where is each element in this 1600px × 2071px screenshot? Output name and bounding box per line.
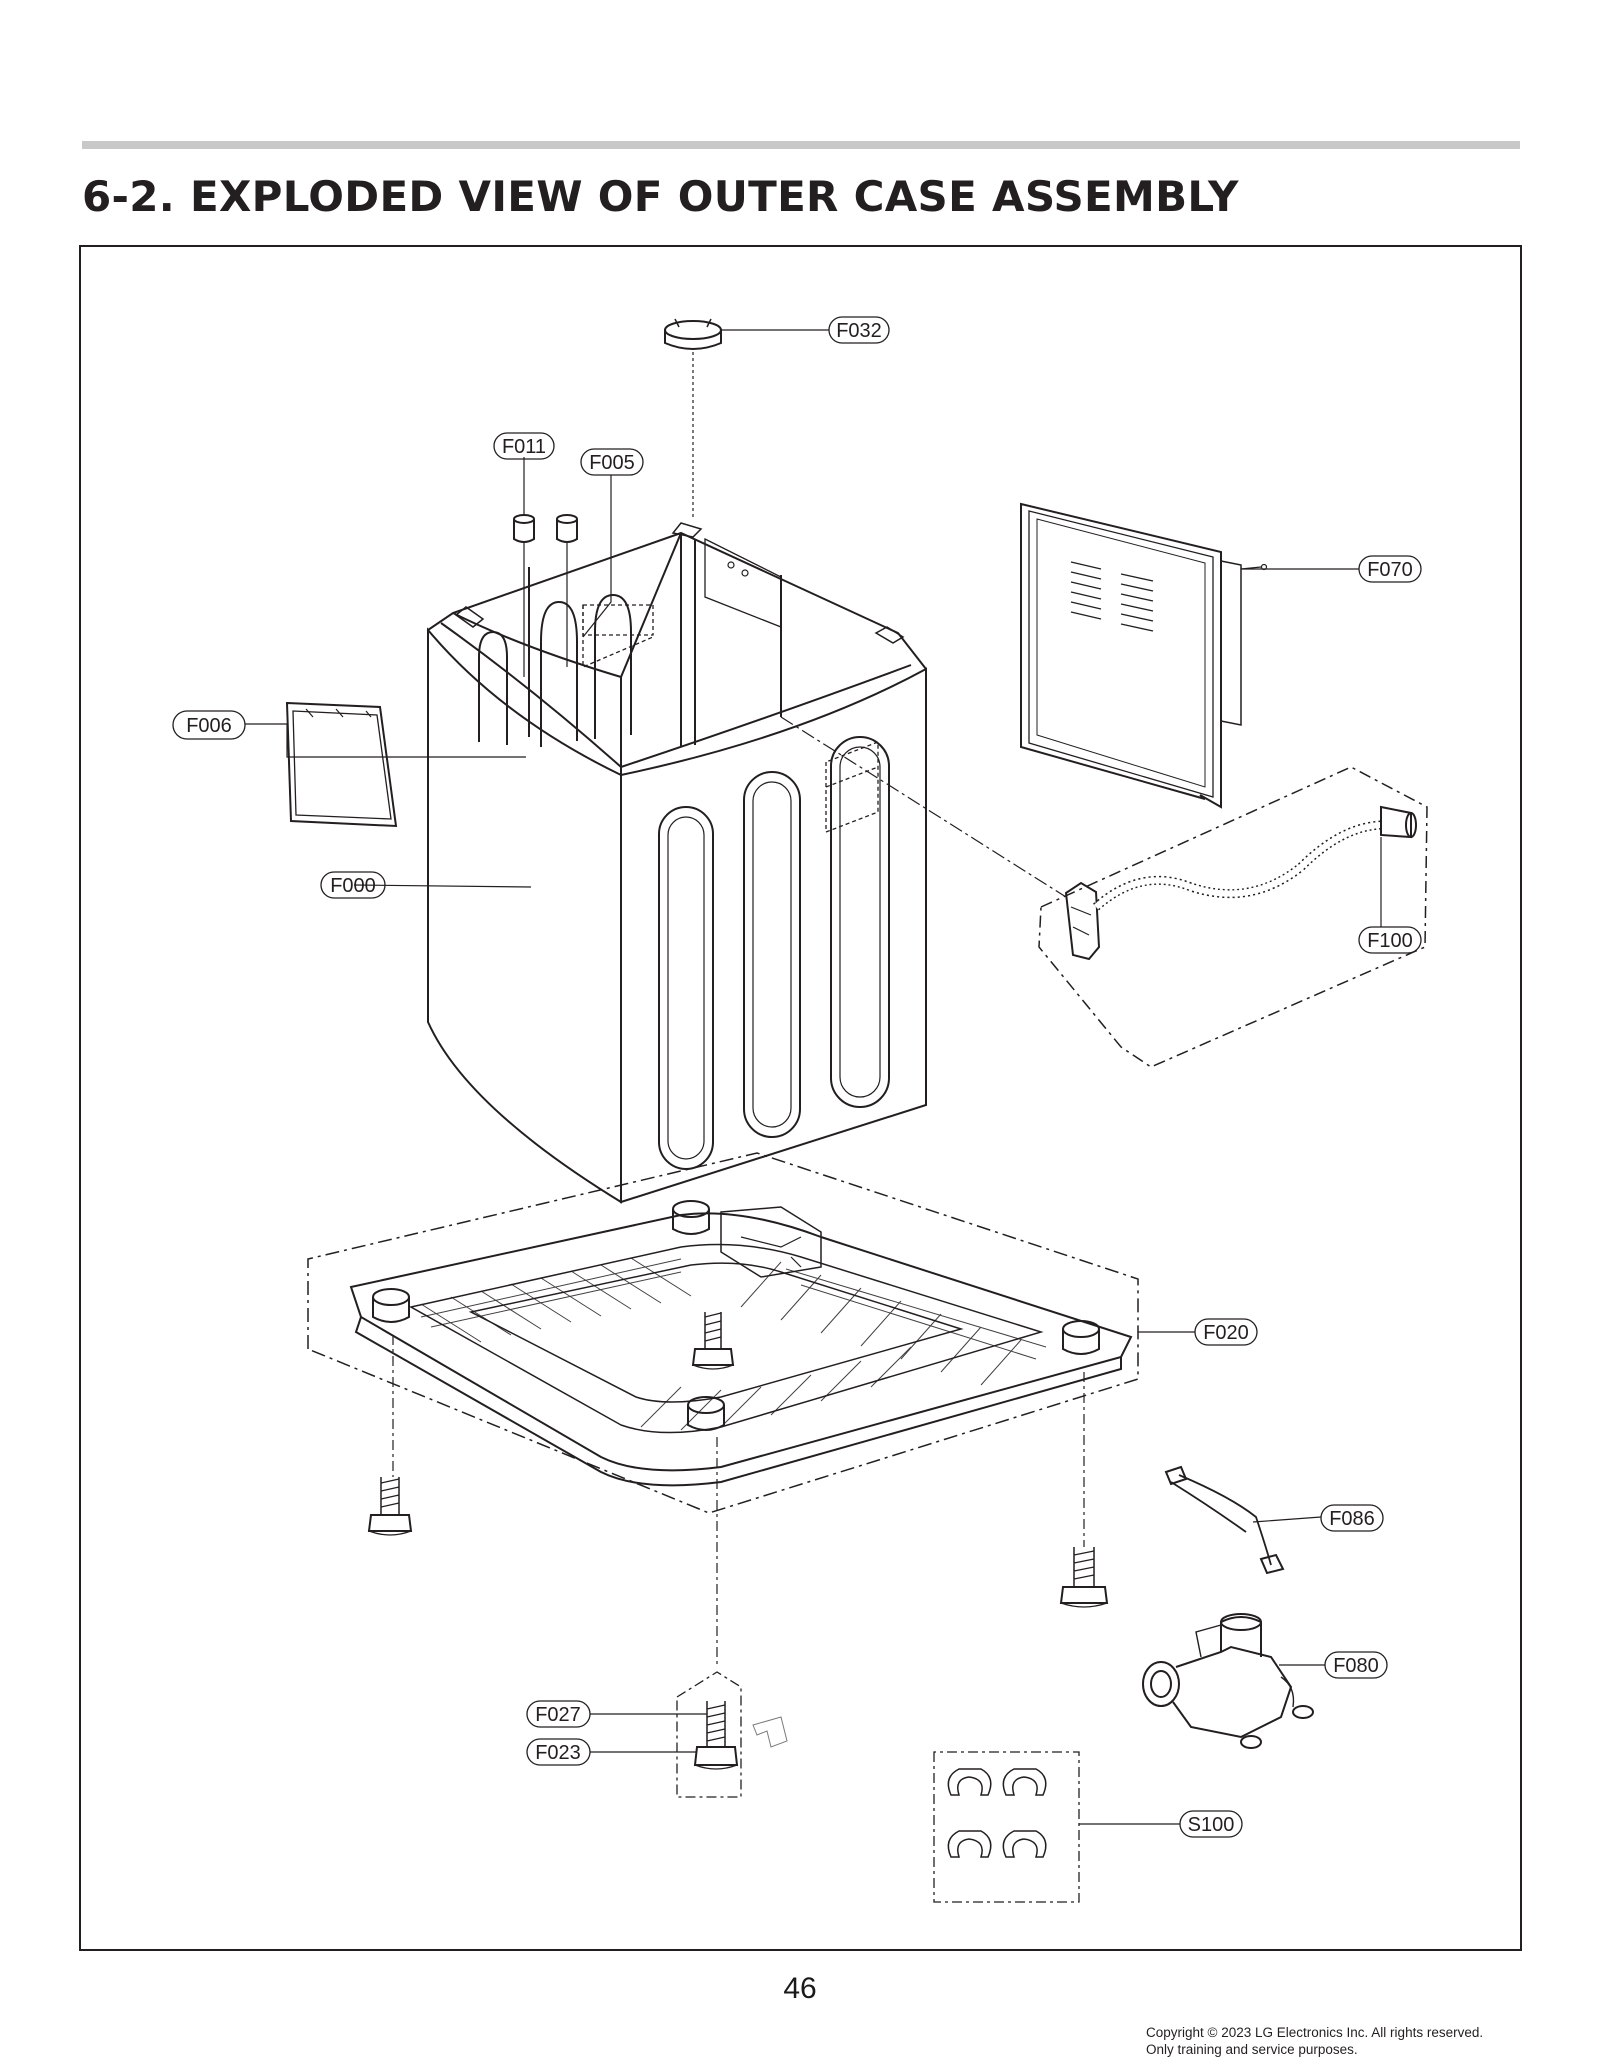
usage-note: Only training and service purposes. — [1146, 2042, 1358, 2057]
callout-s100: S100 — [1179, 1810, 1243, 1838]
rear-cover-panel — [1020, 502, 1268, 809]
label-zone-inner — [582, 604, 654, 636]
callout-label: F080 — [1333, 1655, 1379, 1677]
callout-label: S100 — [1188, 1814, 1235, 1836]
drain-hose — [780, 716, 1428, 1068]
clamp-part — [664, 318, 722, 517]
clip-set — [933, 1751, 1080, 1903]
top-rule — [82, 141, 1520, 149]
copyright-notice: Copyright © 2023 LG Electronics Inc. All… — [1146, 2024, 1483, 2058]
callout-label: F027 — [535, 1704, 581, 1726]
callout-f020: F020 — [1194, 1318, 1258, 1346]
callout-f100: F100 — [1358, 926, 1422, 954]
page-number: 46 — [783, 1972, 817, 2005]
callout-label: F005 — [589, 452, 635, 474]
callout-label: F000 — [330, 875, 376, 897]
callout-label: F070 — [1367, 559, 1413, 581]
outer-case-cabinet — [427, 522, 927, 1204]
copyright-line: Copyright © 2023 LG Electronics Inc. All… — [1146, 2025, 1484, 2040]
callout-f027: F027 — [526, 1700, 591, 1728]
leader-lines — [245, 329, 1382, 1825]
callout-f000: F000 — [320, 871, 386, 899]
exploded-view-diagram: F032 F011 F005 F070 F006 F000 F100 F020 … — [172, 316, 1428, 1903]
callout-label: F032 — [836, 320, 882, 342]
callout-f023: F023 — [526, 1738, 591, 1766]
callout-f086: F086 — [1320, 1504, 1384, 1532]
base-frame — [307, 1152, 1139, 1514]
callout-label: F086 — [1329, 1508, 1375, 1530]
label-plate — [285, 701, 398, 828]
callout-label: F100 — [1367, 930, 1413, 952]
callout-label: F011 — [502, 436, 546, 458]
callout-label: F023 — [535, 1742, 581, 1764]
wire-harness — [1164, 1465, 1285, 1575]
leveling-feet — [367, 1335, 1109, 1798]
callout-f070: F070 — [1358, 555, 1422, 583]
callout-f005: F005 — [580, 448, 644, 476]
callout-label: F020 — [1203, 1322, 1249, 1344]
callout-f006: F006 — [172, 710, 246, 740]
drain-pump — [1142, 1613, 1314, 1749]
callout-f011: F011 — [493, 432, 555, 460]
callout-f080: F080 — [1324, 1651, 1388, 1679]
callout-label: F006 — [186, 715, 232, 737]
callout-f032: F032 — [828, 316, 890, 344]
diagram-frame: F032 F011 F005 F070 F006 F000 F100 F020 … — [79, 245, 1522, 1951]
page-title: 6-2. EXPLODED VIEW OF OUTER CASE ASSEMBL… — [82, 172, 1239, 221]
